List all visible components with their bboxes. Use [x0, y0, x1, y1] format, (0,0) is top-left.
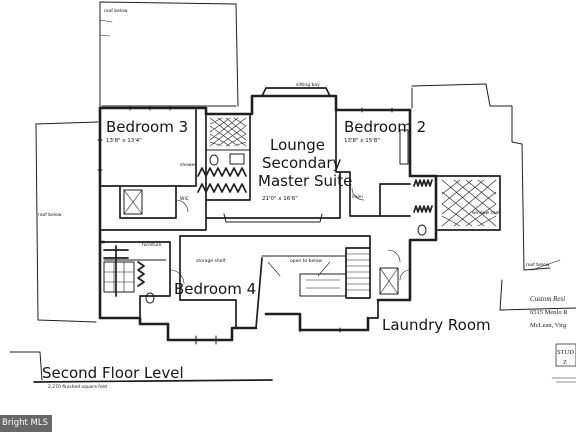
- lounge-dims: 21'0" x 16'6": [262, 196, 298, 202]
- roof-outline-top: [99, 1, 239, 109]
- bedroom-4-label: Bedroom 4: [174, 280, 256, 298]
- windows: [97, 105, 409, 345]
- roof-below-note-right: roof below: [526, 262, 550, 268]
- lounge-label-line-2: Secondary: [262, 154, 342, 172]
- sitting-bay-note: sitting bay: [296, 82, 320, 88]
- floor-level-title: Second Floor Level: [42, 364, 184, 382]
- bedroom-3-label: Bedroom 3: [106, 118, 188, 136]
- laundry-room-label: Laundry Room: [382, 316, 491, 334]
- roof-below-note-left: roof below: [38, 212, 62, 218]
- bedroom-2-dims: 13'8" x 15'8": [344, 138, 380, 144]
- watermark: Bright MLS: [0, 415, 52, 432]
- company-name: Custom Resi: [530, 295, 565, 303]
- furniture-note: furniture: [142, 242, 162, 248]
- roof-outline-right: [411, 83, 576, 311]
- bath-fixtures: [145, 153, 427, 304]
- window-seat-note: window seat: [472, 210, 500, 216]
- lounge-label-line-3: Master Suite: [258, 172, 352, 190]
- roof-outline-left: [9, 121, 99, 381]
- wic-note: WIC: [180, 196, 189, 202]
- closet-rods: [137, 167, 433, 287]
- company-address-line-2: McLean, Virg: [530, 322, 567, 329]
- storage-note: storage shelf: [196, 258, 226, 264]
- roof-below-note-top: roof below: [104, 8, 128, 14]
- interior-walls: [99, 109, 437, 329]
- staircase: [103, 245, 371, 299]
- bedroom-2-label: Bedroom 2: [344, 118, 426, 136]
- linen-note: linen: [352, 194, 363, 200]
- company-logo-sub: Z: [563, 359, 567, 366]
- company-address-line-1: 6515 Menlo R: [530, 309, 568, 316]
- lounge-label-line-1: Lounge: [270, 136, 325, 154]
- exterior-walls: [98, 87, 501, 342]
- floor-level-subtitle: 2,270 finished square feet: [48, 384, 107, 390]
- bath-tile-patterns: [103, 117, 497, 293]
- open-to-below-note: open to below: [290, 258, 322, 264]
- shower-note: shower: [180, 162, 196, 168]
- company-logo-text: STUD: [557, 349, 574, 356]
- bedroom-3-dims: 13'8" x 13'4": [106, 138, 142, 144]
- floor-level-underline: [33, 379, 273, 383]
- company-logo: STUD Z: [551, 343, 576, 383]
- door-swings: [169, 187, 411, 285]
